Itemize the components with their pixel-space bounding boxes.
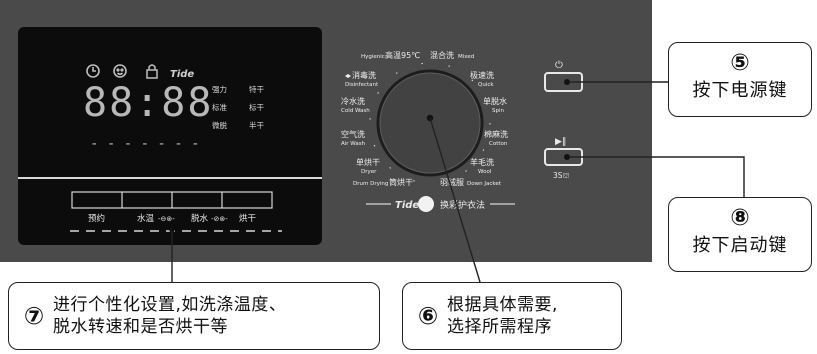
program-en: Wool xyxy=(478,169,492,175)
program-label[interactable]: 空气洗 xyxy=(341,129,365,139)
option-label-col1: 标准 xyxy=(212,102,227,112)
sparkle-icon xyxy=(345,74,351,78)
program-en: Cotton xyxy=(489,141,508,147)
power-symbol-icon: ⏻ xyxy=(555,60,563,71)
lock-icon xyxy=(146,64,158,79)
step-number: ⑥ xyxy=(417,302,439,330)
start-pause-icon: ▶‖ xyxy=(555,137,566,147)
program-en: Mixed xyxy=(458,54,474,60)
step-text: 按下启动键 xyxy=(692,235,788,256)
temperature-button[interactable]: 水温 xyxy=(137,213,155,224)
program-label[interactable]: 极速洗 xyxy=(470,70,494,80)
program-label[interactable]: 筒烘干 xyxy=(389,177,413,187)
dial-ticks xyxy=(369,62,491,184)
step-number: ⑧ xyxy=(730,205,750,231)
program-en: Spin xyxy=(492,108,505,114)
step-text: 进行个性化设置,如洗涤温度、 脱水转速和是否烘干等 xyxy=(53,295,287,337)
program-en: Dryer xyxy=(361,169,377,175)
step-number: ⑦ xyxy=(23,302,45,330)
step-text: 根据具体需要, 选择所需程序 xyxy=(447,295,558,337)
divider xyxy=(18,177,322,179)
leader-lines xyxy=(171,81,745,283)
brand-circle xyxy=(418,196,434,212)
spin-indicator: -⊘⊛- xyxy=(211,215,228,223)
option-label-col2: 标干 xyxy=(249,102,264,112)
time-display: 88:88 xyxy=(83,80,213,126)
status-dashes: - - - - - - - xyxy=(90,136,200,152)
program-label[interactable]: 羽绒服 xyxy=(440,177,464,187)
brand-logo-icon: Tide xyxy=(170,69,194,80)
option-label-col1: 强力 xyxy=(212,84,227,94)
program-label[interactable]: 混合洗 xyxy=(430,50,454,60)
callout-program: ⑥ 根据具体需要, 选择所需程序 xyxy=(402,282,622,350)
brand-logo-icon: Tide xyxy=(395,200,419,211)
program-en: Down Jacket xyxy=(467,181,502,187)
step-text: 按下电源键 xyxy=(692,80,788,101)
program-en: Quick xyxy=(478,82,494,88)
program-en: Hygienic xyxy=(361,54,385,60)
step-number: ⑤ xyxy=(730,50,750,76)
program-label[interactable]: 消毒洗 xyxy=(352,70,376,80)
smiley-icon xyxy=(113,64,127,78)
program-dial[interactable] xyxy=(376,69,484,177)
program-label[interactable]: 高温95℃ xyxy=(385,50,420,60)
display-screen xyxy=(18,27,322,245)
option-label-col2: 特干 xyxy=(249,84,264,94)
program-en: Disinfectant xyxy=(345,82,379,88)
callout-start: ⑧ 按下启动键 xyxy=(668,197,812,272)
anchor-dot xyxy=(169,227,175,233)
program-label[interactable]: 单烘干 xyxy=(356,157,380,167)
callout-settings: ⑦ 进行个性化设置,如洗涤温度、 脱水转速和是否烘干等 xyxy=(8,282,380,350)
brand-slogan: 换彩护衣法 xyxy=(440,199,485,211)
program-label[interactable]: 单脱水 xyxy=(483,96,507,106)
program-label[interactable]: 冷水洗 xyxy=(341,96,365,106)
program-label[interactable]: 羊毛洗 xyxy=(470,157,494,167)
callout-power: ⑤ 按下电源键 xyxy=(668,42,812,117)
clock-icon xyxy=(86,64,100,78)
dry-button[interactable]: 烘干 xyxy=(239,213,257,224)
spin-button[interactable]: 脱水 xyxy=(191,213,209,224)
program-en: Air Wash xyxy=(341,141,366,147)
option-label-col2: 半干 xyxy=(249,120,264,130)
delay-button[interactable]: 预约 xyxy=(88,213,105,224)
program-en: Cold Wash xyxy=(341,108,370,114)
temperature-indicator: -⊖⊛- xyxy=(158,215,175,223)
child-lock-hint: 3S⛫ xyxy=(553,171,570,180)
program-en: Drum Drying xyxy=(353,181,388,187)
program-label[interactable]: 棉麻洗 xyxy=(484,129,508,139)
option-label-col1: 微脱 xyxy=(212,120,227,130)
